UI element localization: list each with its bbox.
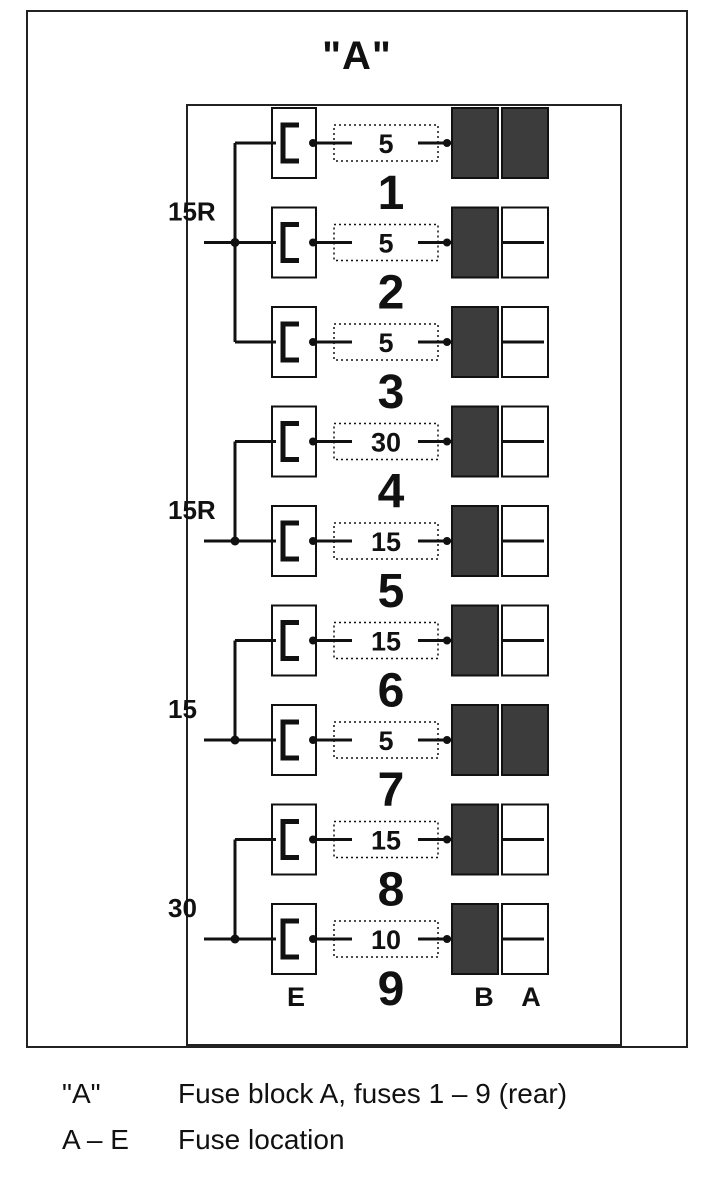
e-terminal-bracket [280, 918, 299, 960]
fuse-lead-dot [309, 338, 317, 346]
supply-label: 15R [168, 495, 216, 525]
supply-junction [230, 536, 240, 546]
fuse-row: 57 [271, 704, 549, 817]
e-terminal-box [271, 306, 317, 378]
legend-key: "A" [62, 1078, 101, 1109]
fuse-row: 53 [271, 306, 549, 419]
fuse-lead-dot [443, 139, 451, 147]
e-terminal-bracket [280, 819, 299, 860]
fuse-row: 155 [271, 505, 549, 618]
fuse-lead-dot [443, 636, 451, 645]
fuse-number: 7 [378, 764, 405, 817]
b-terminal-box [451, 903, 499, 975]
fuse-amp-rating: 30 [371, 428, 401, 458]
b-terminal-box [451, 505, 499, 577]
fuse-amp-rating: 10 [371, 925, 401, 955]
legend-value: Fuse location [178, 1124, 345, 1155]
e-terminal-bracket [280, 421, 299, 462]
b-terminal-box [451, 405, 499, 478]
e-terminal-bracket [280, 719, 299, 761]
fuse-lead-dot [443, 338, 451, 346]
supply-label: 15 [168, 694, 197, 724]
fuse-panel [186, 104, 622, 1046]
fuse-row: 109 [271, 903, 549, 1016]
fuse-number: 3 [378, 366, 405, 419]
fuse-number: 5 [378, 565, 405, 618]
fuse-lead-dot [309, 736, 317, 744]
supply-junction [230, 934, 240, 944]
fuse-number: 6 [378, 665, 405, 718]
supply-junction [230, 238, 240, 247]
fuse-row: 304 [271, 405, 549, 519]
supply-group: 30 [168, 838, 276, 944]
b-terminal-box [451, 604, 499, 677]
fuse-lead-dot [309, 935, 317, 943]
fuse-amp-rating: 5 [378, 229, 393, 259]
fuse-lead-dot [443, 736, 451, 744]
a-terminal-box [501, 704, 549, 776]
fuse-lead-dot [309, 835, 317, 844]
fuse-amp-rating: 15 [371, 627, 401, 657]
fuse-row: 52 [271, 206, 549, 320]
supply-group: 15R [168, 141, 276, 344]
fuse-lead-dot [443, 537, 451, 545]
fuse-number: 2 [378, 267, 405, 320]
column-label-a: A [521, 982, 541, 1012]
fuse-lead-dot [309, 139, 317, 147]
e-terminal-box [271, 903, 317, 975]
column-label-b: B [474, 982, 494, 1012]
b-terminal-box [451, 704, 499, 776]
supply-junction [230, 735, 240, 745]
fuse-lead-dot [309, 537, 317, 545]
fuse-row: 156 [271, 604, 549, 718]
supply-label: 15R [168, 197, 216, 227]
e-terminal-box [271, 107, 317, 179]
supply-group: 15R [168, 440, 276, 546]
legend-value: Fuse block A, fuses 1 – 9 (rear) [178, 1078, 568, 1109]
column-label-e: E [287, 982, 305, 1012]
fuse-lead-dot [443, 935, 451, 943]
e-terminal-box [271, 604, 317, 677]
b-terminal-box [451, 107, 499, 179]
fuse-row: 51 [271, 107, 549, 220]
fuse-number: 4 [378, 466, 405, 519]
fuse-lead-dot [443, 238, 451, 247]
e-terminal-bracket [280, 222, 299, 263]
b-terminal-box [451, 803, 499, 876]
supply-group: 15 [168, 639, 276, 745]
fuse-amp-rating: 5 [378, 726, 393, 756]
e-terminal-bracket [280, 620, 299, 661]
fuse-lead-dot [443, 437, 451, 446]
fuse-amp-rating: 15 [371, 527, 401, 557]
fuse-lead-dot [309, 238, 317, 247]
fuse-lead-dot [443, 835, 451, 844]
fuse-block-frame: "A" [26, 10, 688, 1048]
fuse-lead-dot [309, 437, 317, 446]
b-terminal-box [451, 306, 499, 378]
fuse-amp-rating: 5 [378, 328, 393, 358]
e-terminal-bracket [280, 321, 299, 363]
fuse-amp-rating: 5 [378, 129, 393, 159]
e-terminal-bracket [280, 122, 299, 164]
fuse-number: 9 [378, 963, 405, 1016]
fuse-amp-rating: 15 [371, 826, 401, 856]
fuse-block-title: "A" [322, 34, 392, 78]
fuse-lead-dot [309, 636, 317, 645]
e-terminal-box [271, 505, 317, 577]
e-terminal-bracket [280, 520, 299, 562]
legend-key: A – E [62, 1124, 129, 1155]
a-terminal-box [501, 107, 549, 179]
supply-label: 30 [168, 893, 197, 923]
fuse-row: 158 [271, 803, 549, 917]
fuse-number: 1 [378, 167, 405, 220]
b-terminal-box [451, 206, 499, 279]
fuse-number: 8 [378, 864, 405, 917]
